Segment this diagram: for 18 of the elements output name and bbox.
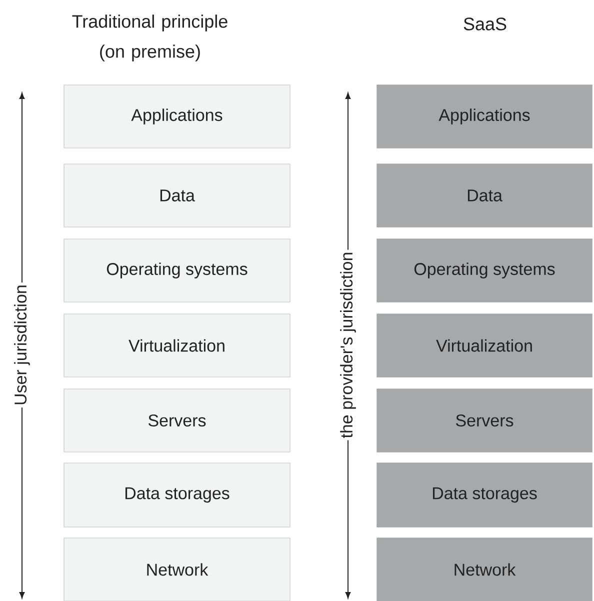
axis-label: the provider's jurisdiction <box>338 250 358 440</box>
column-title: Traditional principle (on premise) <box>72 14 228 62</box>
layer-box: Data <box>376 164 592 228</box>
layer-box: Servers <box>376 388 592 452</box>
layer-box: Data <box>64 164 290 228</box>
axis-label: User jurisdiction <box>12 282 32 408</box>
layer-box: Applications <box>376 84 592 148</box>
layer-box: Network <box>64 538 290 601</box>
layer-box: Applications <box>64 84 290 148</box>
layer-box: Data storages <box>64 462 290 528</box>
layer-box: Servers <box>64 388 290 452</box>
layer-box: Operating systems <box>376 238 592 302</box>
layer-box: Network <box>376 538 592 601</box>
layer-box: Virtualization <box>376 314 592 378</box>
layer-box: Virtualization <box>64 314 290 378</box>
layer-box: Data storages <box>376 462 592 528</box>
layer-box: Operating systems <box>64 238 290 302</box>
column-title: SaaS <box>464 18 506 30</box>
